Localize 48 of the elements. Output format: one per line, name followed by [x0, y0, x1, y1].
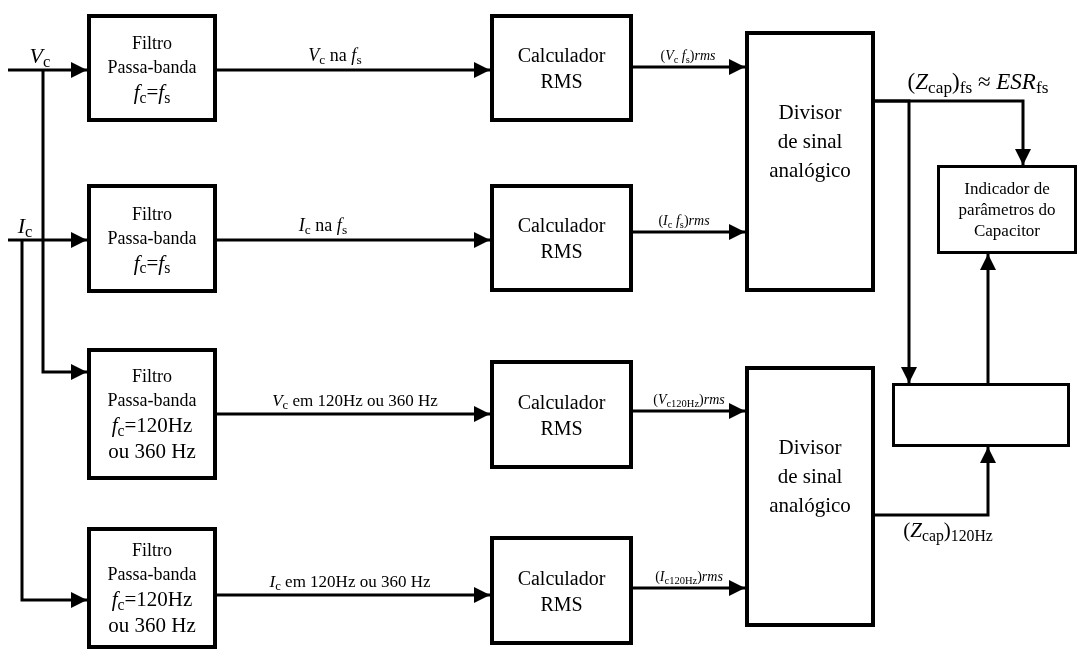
filter-box [87, 14, 217, 122]
rms-calculator-box [490, 184, 633, 292]
arrow [875, 99, 917, 383]
edge-label: (I$_{c}$ f$_{s}$)rms [657, 214, 711, 228]
box-title: Calculador RMS [516, 213, 607, 264]
box-title: Calculador RMS [516, 565, 607, 617]
indicator-box [937, 165, 1077, 254]
arrow [633, 580, 745, 596]
arrow [217, 406, 490, 422]
box-title: Filtro Passa-banda [106, 32, 198, 79]
edge-label: (V$_{c}$ f$_{s}$)rms [659, 49, 717, 63]
rms-calculator-box [490, 536, 633, 645]
arrow [980, 254, 996, 383]
filter-box [87, 527, 217, 649]
box-title: Calculador RMS [516, 43, 607, 94]
box-title: Divisor de sinal analógico [768, 434, 852, 519]
arrow [41, 70, 87, 380]
box-title: Calculador RMS [516, 389, 607, 441]
arrow [633, 224, 745, 240]
filter-box [87, 348, 217, 480]
edge-label: I$_{c}$ na f$_{s}$ [297, 216, 349, 234]
rms-calculator-box [490, 14, 633, 122]
box-title: Divisor de sinal analógico [768, 99, 852, 184]
arrow [217, 62, 490, 78]
frequency-condition: f$_{c}$=f$_{s}$ [132, 79, 172, 105]
arrow [875, 447, 996, 517]
arrow [217, 587, 490, 603]
frequency-condition: f$_{c}$=120Hz ou 360 Hz [107, 586, 197, 638]
box-title: Filtro Passa-banda [106, 202, 198, 250]
arrow [20, 240, 87, 608]
arrow [217, 232, 490, 248]
empty-box [892, 383, 1070, 447]
arrow [8, 62, 87, 78]
arrow [8, 232, 87, 248]
edge-label: I$_{c}$ em 120Hz ou 360 Hz [268, 573, 432, 590]
frequency-condition: f$_{c}$=120Hz ou 360 Hz [107, 412, 197, 464]
arrow [633, 59, 745, 75]
edge-label: (I$_{c}$$_{120Hz}$)rms [654, 570, 724, 584]
frequency-condition: f$_{c}$=f$_{s}$ [132, 249, 172, 276]
arrow [633, 403, 745, 419]
filter-box [87, 184, 217, 293]
box-title: Indicador de parâmetros do Capacitor [957, 178, 1057, 241]
edge-label: (V$_{c}$$_{120Hz}$)rms [652, 393, 726, 407]
edge-label: V$_{c}$ na f$_{s}$ [307, 46, 363, 64]
box-title: Filtro Passa-banda [106, 539, 198, 586]
box-title: Filtro Passa-banda [106, 365, 198, 412]
edge-label: V$_{c}$ em 120Hz ou 360 Hz [271, 392, 439, 409]
rms-calculator-box [490, 360, 633, 469]
